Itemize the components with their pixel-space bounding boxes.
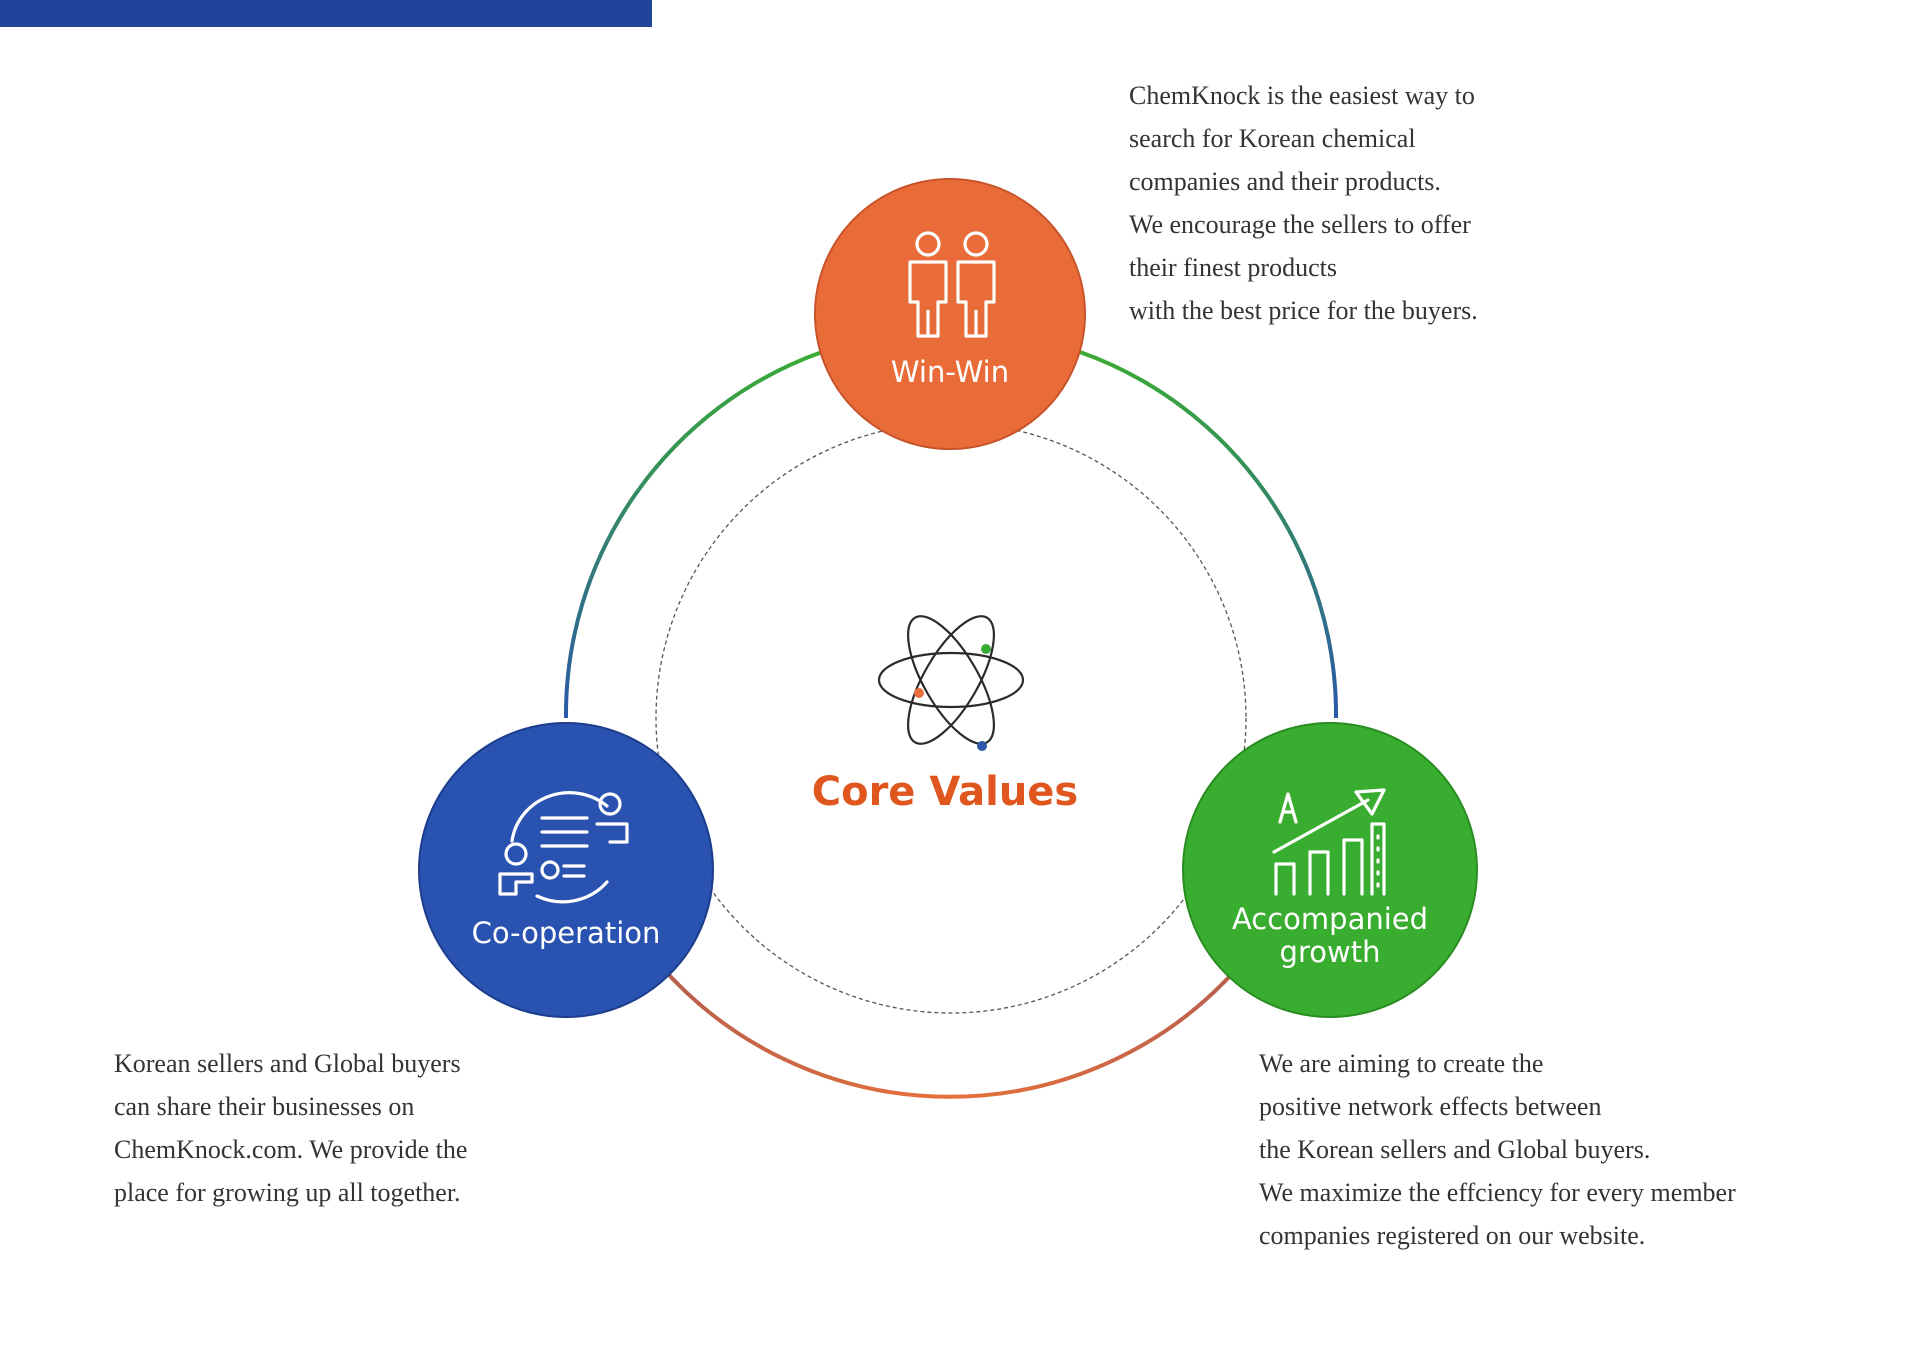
accompanied-growth-description: We are aiming to create the positive net… xyxy=(1259,1042,1736,1257)
description-line: We encourage the sellers to offer xyxy=(1129,210,1471,239)
atom-electron-green xyxy=(981,644,991,654)
accompanied-growth-label-line1: Accompanied xyxy=(1231,902,1429,936)
inner-dashed-ring xyxy=(655,422,1247,1014)
description-line: can share their businesses on xyxy=(114,1092,415,1121)
description-line: the Korean sellers and Global buyers. xyxy=(1259,1135,1651,1164)
ring-arc-left xyxy=(563,350,823,719)
description-line: companies and their products. xyxy=(1129,167,1441,196)
accompanied-growth-node: Accompanied growth xyxy=(1182,722,1478,1018)
atom-icon xyxy=(877,615,1025,745)
description-line: We are aiming to create the xyxy=(1259,1049,1544,1078)
two-people-icon xyxy=(908,231,996,338)
description-line: We maximize the effciency for every memb… xyxy=(1259,1178,1736,1207)
description-line: ChemKnock is the easiest way to xyxy=(1129,81,1475,110)
co-operation-description: Korean sellers and Global buyers can sha… xyxy=(114,1042,467,1214)
ring-arc-bottom xyxy=(658,963,1242,1099)
description-line: Korean sellers and Global buyers xyxy=(114,1049,461,1078)
atom-electron-orange xyxy=(914,688,924,698)
accompanied-growth-label-line2: growth xyxy=(1279,935,1381,969)
co-operation-label: Co-operation xyxy=(471,916,661,950)
win-win-description: ChemKnock is the easiest way to search f… xyxy=(1129,74,1478,332)
win-win-label: Win-Win xyxy=(890,355,1010,389)
description-line: their finest products xyxy=(1129,253,1337,282)
co-operation-node: Co-operation xyxy=(418,722,714,1018)
header-accent-bar xyxy=(0,0,652,27)
core-values-title: Core Values xyxy=(811,769,1079,815)
description-line: companies registered on our website. xyxy=(1259,1221,1646,1250)
description-line: with the best price for the buyers. xyxy=(1129,296,1478,325)
growth-chart-icon xyxy=(1272,788,1386,896)
description-line: place for growing up all together. xyxy=(114,1178,461,1207)
description-line: positive network effects between xyxy=(1259,1092,1602,1121)
ring-arc-right xyxy=(1079,350,1339,719)
description-line: ChemKnock.com. We provide the xyxy=(114,1135,468,1164)
atom-electron-blue xyxy=(977,741,987,751)
win-win-node: Win-Win xyxy=(814,178,1086,450)
meeting-document-icon xyxy=(498,791,629,904)
description-line: search for Korean chemical xyxy=(1129,124,1416,153)
